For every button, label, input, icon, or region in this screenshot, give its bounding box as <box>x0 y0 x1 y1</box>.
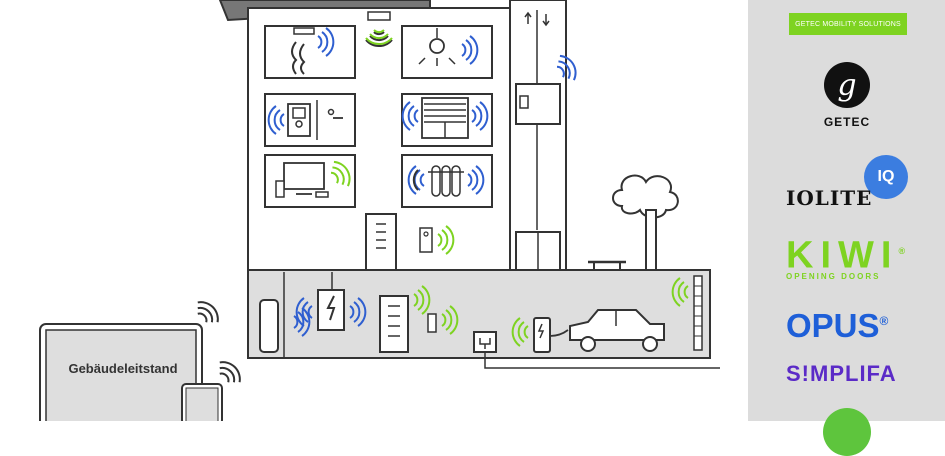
ceiling-gateway <box>367 11 391 21</box>
kiwi-logo-text: KIWI <box>786 234 899 277</box>
getec-logo-text: GETEC <box>823 115 871 129</box>
meter-cabinet <box>515 83 561 125</box>
kiwi-logo: KIWI® <box>786 232 905 275</box>
door-sensor <box>427 313 437 333</box>
opus-registered-mark: ® <box>879 314 889 328</box>
iolite-iq-badge: IQ <box>864 155 908 199</box>
building-shaft <box>509 0 567 271</box>
electric-car <box>569 309 665 341</box>
kiwi-registered-mark: ® <box>898 246 906 256</box>
getec-mobility-text: GETEC MOBILITY SOLUTIONS <box>795 20 901 28</box>
building-diagram: Gebäudeleitstand <box>39 0 720 429</box>
monitor-label: Gebäudeleitstand <box>68 361 178 376</box>
basement-door <box>379 295 409 353</box>
building-illustration <box>39 0 720 429</box>
getec-logo-mark: g <box>824 62 870 108</box>
apartment-door <box>365 213 397 271</box>
simplifa-logo: S!MPLIFA <box>786 361 897 386</box>
green-circle-logo <box>823 408 871 456</box>
electric-meter <box>317 289 345 331</box>
kiwi-tagline: OPENING DOORS <box>786 272 881 281</box>
iolite-logo-text: IOLITE <box>786 186 873 210</box>
door-keypad <box>419 227 433 253</box>
wall-heater <box>693 275 703 351</box>
opus-logo: OPUS® <box>786 303 888 344</box>
opus-logo-text: OPUS <box>786 307 880 344</box>
tree-trunk <box>645 209 657 271</box>
tree-crown <box>612 174 679 219</box>
getec-mobility-logo: GETEC MOBILITY SOLUTIONS <box>789 13 907 35</box>
boiler <box>259 299 279 353</box>
room-lamp <box>401 25 493 79</box>
